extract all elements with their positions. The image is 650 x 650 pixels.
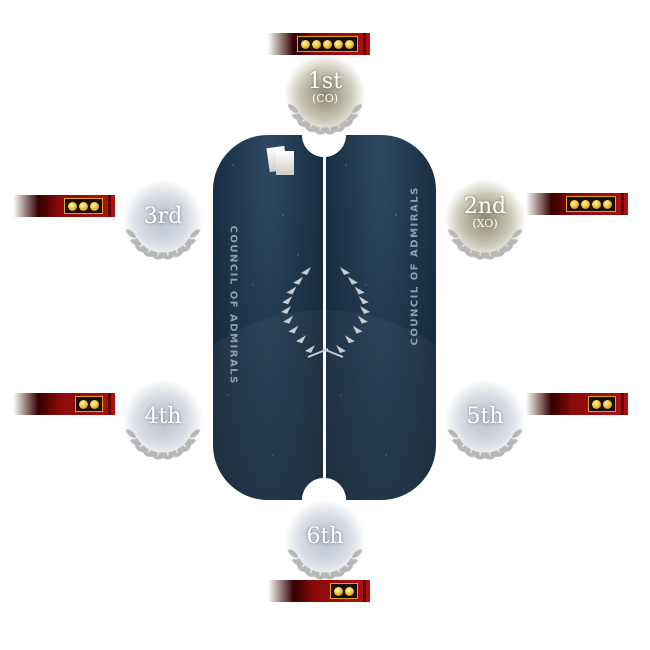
seat-4th[interactable]: 4th [123, 380, 203, 460]
council-table: COUNCIL OF ADMIRALS COUNCIL OF ADMIRALS [213, 113, 436, 522]
table-title-left: COUNCIL OF ADMIRALS [227, 225, 239, 385]
seat-rank: 5th [466, 404, 504, 429]
rank-pip-icon [323, 39, 332, 49]
table-title-right: COUNCIL OF ADMIRALS [409, 186, 421, 346]
laurel-wreath-icon [288, 549, 362, 580]
laurel-wreath-icon [288, 104, 362, 135]
rank-bar-3rd[interactable] [13, 195, 115, 217]
seat-rank: 4th [144, 404, 182, 429]
rank-bar-1st[interactable] [268, 33, 370, 55]
seat-6th[interactable]: 6th [285, 500, 365, 580]
laurel-icon [281, 267, 370, 358]
rank-pip-icon [592, 399, 601, 409]
seat-2nd[interactable]: 2nd(XO) [445, 180, 525, 260]
laurel-wreath-icon [126, 429, 200, 460]
rank-bar-5th[interactable] [526, 393, 628, 415]
rank-pip-icon [334, 586, 343, 596]
rank-pip-icon [312, 39, 321, 49]
laurel-wreath-icon [448, 429, 522, 460]
rank-pip-icon [592, 199, 601, 209]
rank-bar-6th[interactable] [268, 580, 370, 602]
seat-rank: 3rd [143, 204, 183, 229]
laurel-wreath-icon [126, 229, 200, 260]
seat-role: (CO) [311, 92, 339, 105]
rank-pip-icon [570, 199, 579, 209]
rank-pip-icon [334, 39, 343, 49]
rank-pip-icon [345, 586, 354, 596]
rank-bar-2nd[interactable] [526, 193, 628, 215]
table-right-half [326, 135, 436, 500]
seat-rank: 6th [306, 524, 344, 549]
laurel-wreath-icon [448, 229, 522, 260]
seat-3rd[interactable]: 3rd [123, 180, 203, 260]
table-divider [323, 135, 326, 500]
rank-pip-icon [301, 39, 310, 49]
rank-pip-icon [90, 201, 99, 211]
seat-1st[interactable]: 1st(CO) [285, 55, 365, 135]
rank-pip-icon [79, 399, 88, 409]
rank-insignia [64, 198, 103, 214]
rank-pip-icon [79, 201, 88, 211]
rank-pip-icon [68, 201, 77, 211]
seat-rank: 2nd [463, 194, 507, 219]
rank-pip-icon [603, 199, 612, 209]
rank-insignia [588, 396, 616, 412]
rank-pip-icon [345, 39, 354, 49]
rank-insignia [75, 396, 103, 412]
seat-5th[interactable]: 5th [445, 380, 525, 460]
seat-rank: 1st [307, 69, 343, 94]
rank-bar-4th[interactable] [13, 393, 115, 415]
rank-insignia [297, 36, 358, 52]
rank-insignia [566, 196, 616, 212]
rank-pip-icon [603, 399, 612, 409]
seat-role: (XO) [472, 217, 498, 230]
table-left-half [213, 135, 323, 500]
rank-pip-icon [581, 199, 590, 209]
rank-insignia [330, 583, 358, 599]
rank-pip-icon [90, 399, 99, 409]
